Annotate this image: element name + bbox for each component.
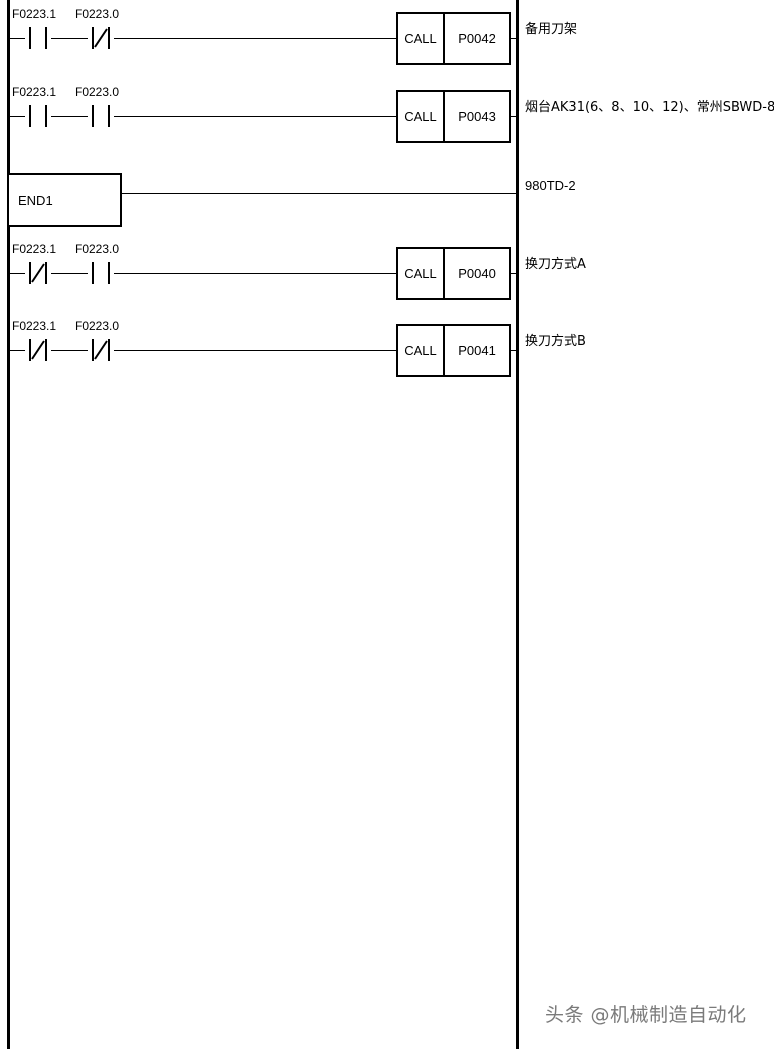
rung-wire	[51, 350, 88, 351]
contact-normally-open[interactable]	[88, 262, 114, 284]
contact-slash-icon	[31, 263, 45, 283]
rung-wire	[114, 116, 398, 117]
call-op-label: CALL	[398, 249, 445, 298]
rung-wire	[51, 273, 88, 274]
rung-wire	[9, 350, 25, 351]
contact-label: F0223.0	[75, 85, 120, 99]
contact-normally-closed[interactable]	[25, 339, 51, 361]
call-block[interactable]: CALL P0042	[396, 12, 511, 65]
contact-label: F0223.1	[12, 319, 57, 333]
contact-label: F0223.0	[75, 242, 120, 256]
contact-normally-open[interactable]	[88, 105, 114, 127]
rung-wire	[9, 273, 25, 274]
contact-normally-closed[interactable]	[88, 339, 114, 361]
rung-wire	[114, 273, 398, 274]
call-block[interactable]: CALL P0043	[396, 90, 511, 143]
contact-label: F0223.1	[12, 7, 57, 21]
call-block[interactable]: CALL P0040	[396, 247, 511, 300]
contact-label: F0223.0	[75, 319, 120, 333]
rung-wire	[114, 38, 398, 39]
rung-comment: 换刀方式B	[525, 334, 586, 349]
contact-normally-closed[interactable]	[25, 262, 51, 284]
rung-wire	[9, 116, 25, 117]
rung-wire	[114, 350, 398, 351]
rung-wire	[9, 38, 25, 39]
rung-wire	[51, 38, 88, 39]
end-block[interactable]: END1	[7, 173, 122, 227]
call-op-label: CALL	[398, 92, 445, 141]
rung-wire	[51, 116, 88, 117]
rung-comment: 烟台AK31(6、8、10、12)、常州SBWD-80	[525, 100, 774, 115]
end-block-label: END1	[18, 192, 53, 208]
contact-label: F0223.1	[12, 242, 57, 256]
contact-slash-icon	[31, 340, 45, 360]
call-block[interactable]: CALL P0041	[396, 324, 511, 377]
contact-label: F0223.0	[75, 7, 120, 21]
right-power-rail	[516, 0, 519, 1049]
rung-comment: 换刀方式A	[525, 257, 586, 272]
call-arg-label: P0041	[458, 343, 496, 358]
rung-wire	[510, 38, 518, 39]
call-arg-label: P0042	[458, 31, 496, 46]
contact-normally-closed[interactable]	[88, 27, 114, 49]
call-arg-label: P0043	[458, 109, 496, 124]
contact-normally-open[interactable]	[25, 27, 51, 49]
rung-wire	[510, 350, 518, 351]
rung-wire	[122, 193, 518, 194]
call-op-label: CALL	[398, 326, 445, 375]
contact-slash-icon	[94, 340, 108, 360]
contact-normally-open[interactable]	[25, 105, 51, 127]
rung-comment: 980TD-2	[525, 178, 576, 193]
rung-comment: 备用刀架	[525, 22, 578, 37]
contact-slash-icon	[94, 28, 108, 48]
call-op-label: CALL	[398, 14, 445, 63]
contact-label: F0223.1	[12, 85, 57, 99]
rung-wire	[510, 273, 518, 274]
watermark: 头条 @机械制造自动化	[545, 1004, 747, 1026]
rung-wire	[510, 116, 518, 117]
left-power-rail	[7, 0, 10, 1049]
call-arg-label: P0040	[458, 266, 496, 281]
